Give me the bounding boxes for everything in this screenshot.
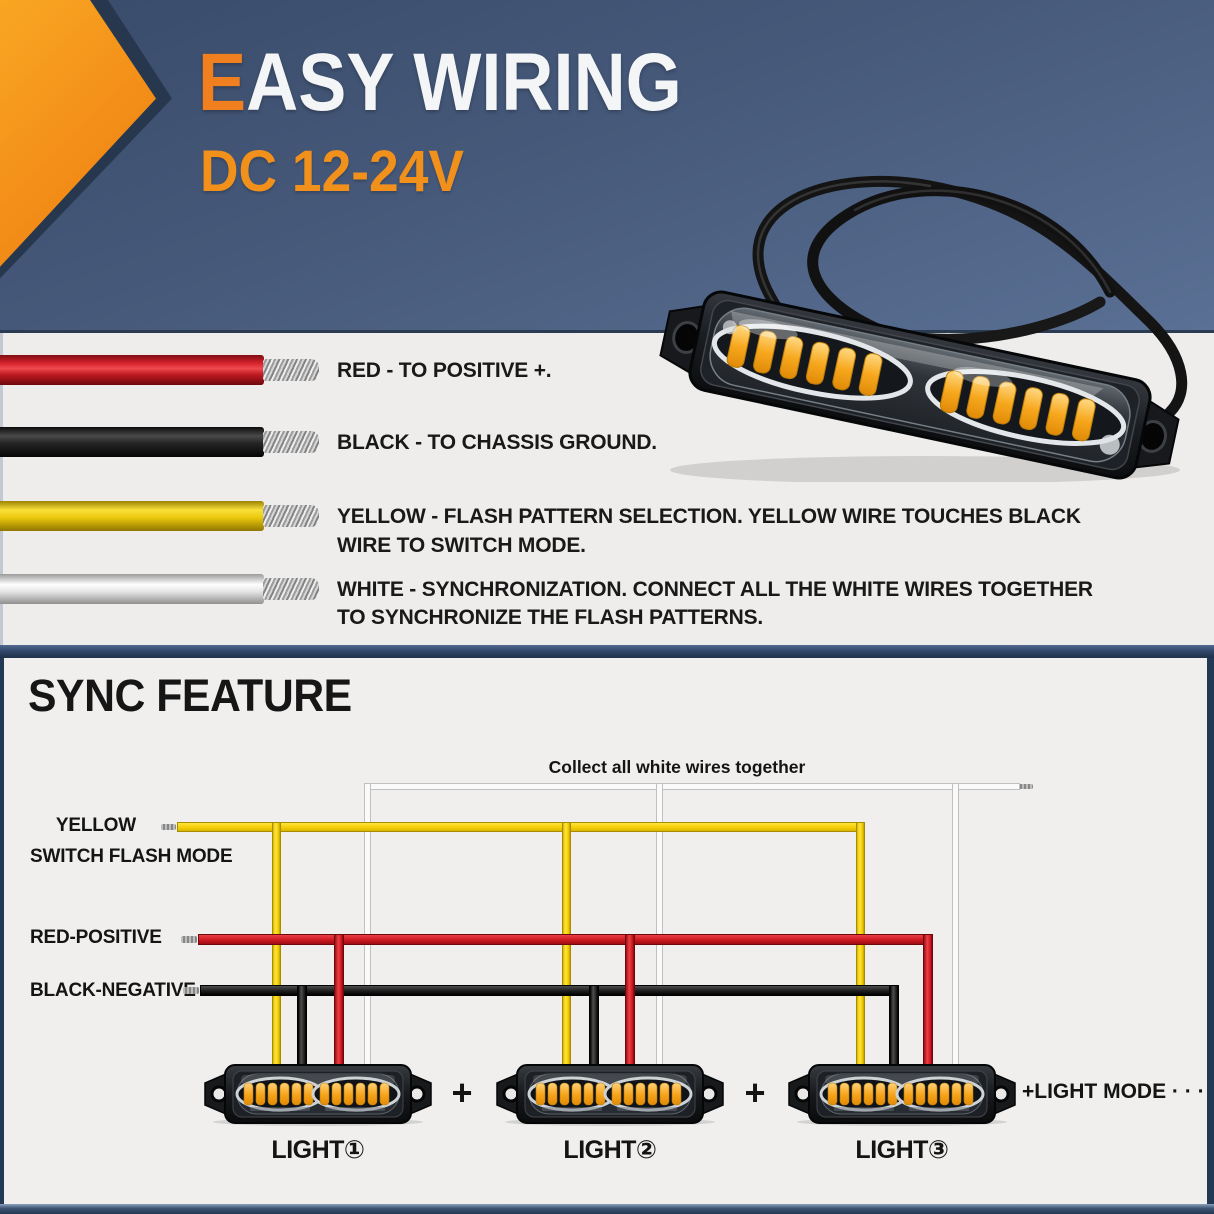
led-light-1-illustration (195, 1062, 441, 1126)
white-wire-label-line2: TO SYNCHRONIZE THE FLASH PATTERNS. (337, 606, 764, 629)
led-cluster-left (726, 324, 883, 397)
yellow-wire-terminal-tip (161, 824, 176, 830)
collect-white-wires-note: Collect all white wires together (548, 757, 806, 777)
left-edge-line (0, 333, 3, 645)
yellow-wire-label-line1: YELLOW - FLASH PATTERN SELECTION. YELLOW… (337, 505, 1081, 528)
white-wire-strand-tip (263, 578, 319, 600)
sync-red-wire-horizontal (198, 934, 933, 945)
red-wire-label: RED - TO POSITIVE +. (337, 359, 552, 382)
banner: EASY WIRING DC 12-24V (0, 0, 1214, 333)
light2-label: LIGHT② (563, 1136, 657, 1164)
yellow-label: YELLOW (55, 815, 136, 836)
sync-yellow-wire-light1 (272, 822, 281, 1070)
yellow-wire-strand-tip (263, 505, 319, 527)
black-wire-label: BLACK - TO CHASSIS GROUND. (337, 431, 657, 454)
yellow-wire-image (0, 501, 264, 531)
white-wire-image (0, 574, 264, 604)
sync-white-wire-horizontal (364, 783, 1020, 790)
led-cluster-right (939, 370, 1096, 442)
red-wire-strand-tip (263, 359, 319, 381)
led-light-bar (659, 290, 1180, 480)
led-light-2-illustration (487, 1062, 733, 1126)
sync-black-wire-light1 (297, 985, 307, 1070)
led-light-3-illustration (779, 1062, 1025, 1126)
red-positive-label: RED-POSITIVE (30, 927, 162, 948)
sync-yellow-wire-light2 (562, 822, 571, 1070)
sync-red-wire-light2 (625, 934, 635, 1070)
page-title-rest: ASY WIRING (246, 37, 682, 128)
sync-yellow-wire-light3 (856, 822, 865, 1070)
bottom-bar (0, 1204, 1214, 1214)
light1-label: LIGHT① (271, 1136, 365, 1164)
yellow-wire-label-line2: WIRE TO SWITCH MODE. (337, 534, 586, 557)
page-title-accent: E (198, 37, 247, 128)
white-wire-terminal-tip (1018, 784, 1033, 789)
product-photo-led-light (659, 175, 1188, 482)
sync-white-wire-light3 (952, 783, 959, 1070)
light-mode-label: +LIGHT MODE · · · (1022, 1080, 1205, 1103)
sync-red-wire-light1 (334, 934, 344, 1070)
plus-sign-2: + (744, 1072, 766, 1113)
black-wire-image (0, 427, 264, 457)
plus-sign-1: + (451, 1072, 473, 1113)
section-divider (0, 645, 1214, 658)
right-border (1207, 658, 1214, 1204)
page-title: EASY WIRING (198, 36, 682, 130)
white-wire-label-line1: WHITE - SYNCHRONIZATION. CONNECT ALL THE… (337, 578, 1093, 601)
voltage-subtitle: DC 12-24V (200, 139, 464, 204)
black-wire-terminal-tip (183, 987, 199, 994)
light3-label: LIGHT③ (855, 1136, 949, 1164)
sync-red-wire-light3 (923, 934, 933, 1070)
sync-feature-title: SYNC FEATURE (28, 670, 352, 721)
left-border (0, 658, 4, 1204)
red-wire-terminal-tip (181, 936, 197, 943)
red-wire-image (0, 355, 264, 385)
black-wire-strand-tip (263, 431, 319, 453)
sync-black-wire-light3 (889, 985, 899, 1070)
switch-flash-mode-label: SWITCH FLASH MODE (30, 846, 233, 867)
sync-black-wire-light2 (589, 985, 599, 1070)
black-negative-label: BLACK-NEGATIVE (30, 980, 196, 1001)
